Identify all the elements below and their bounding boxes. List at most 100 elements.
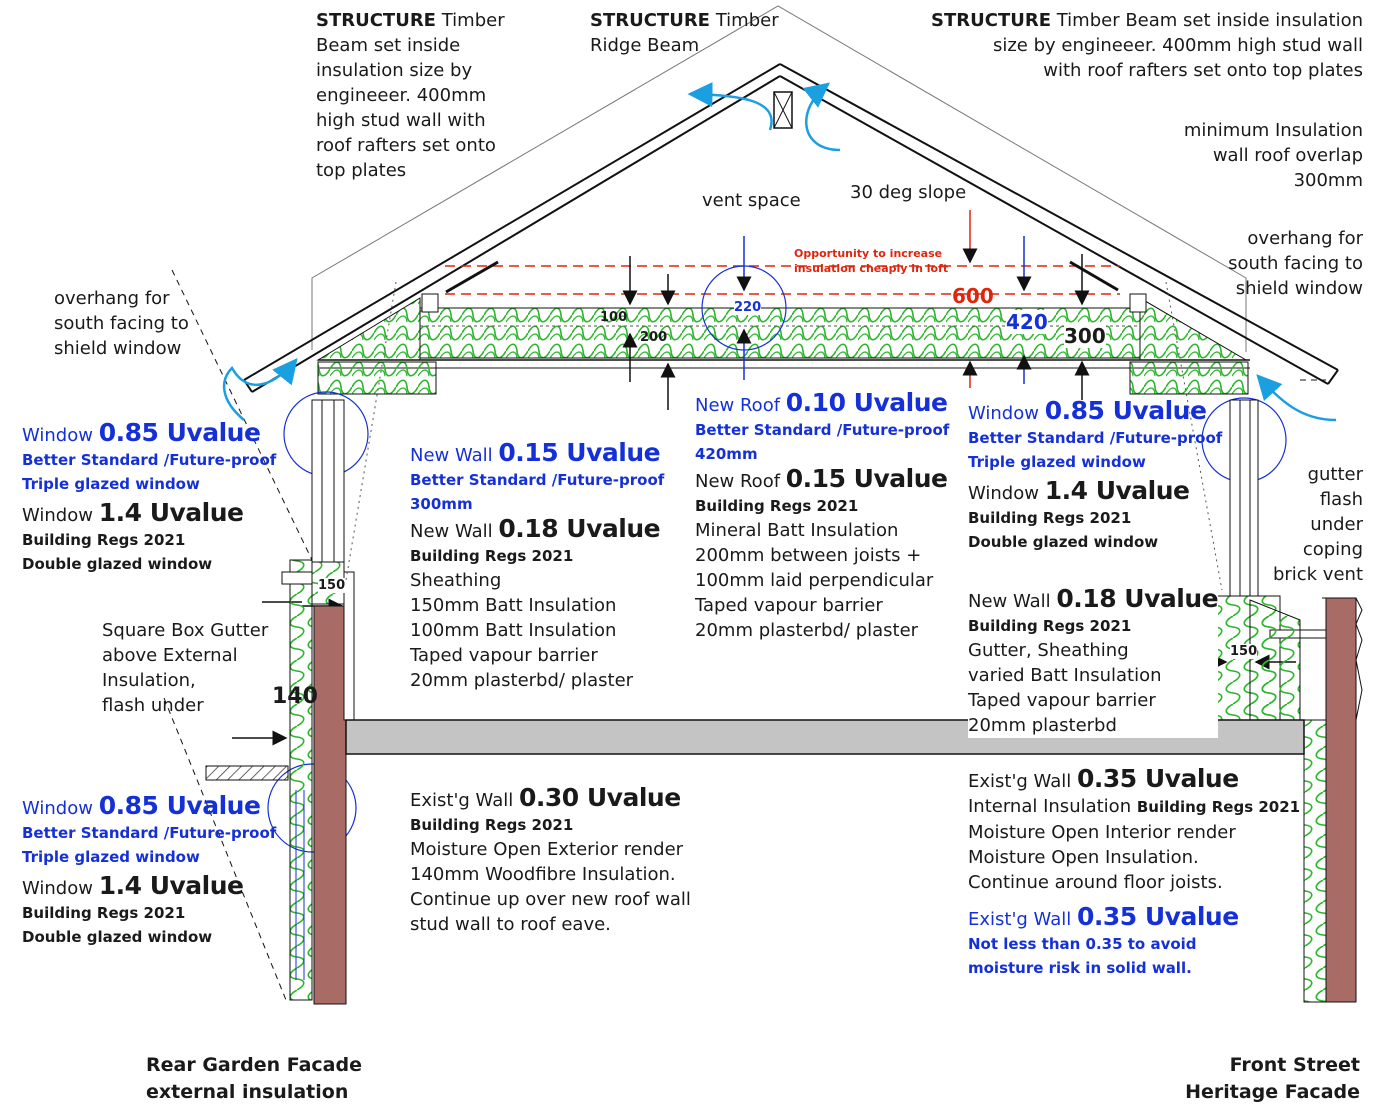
ewl-sub0: Building Regs 2021 [410, 816, 574, 834]
nwr-line0: Gutter, Sheathing [968, 640, 1129, 661]
box-gutter-l0: Square Box Gutter [102, 620, 269, 641]
new-wall-left: New Wall 0.15 Uvalue Better Standard /Fu… [410, 440, 664, 693]
structure-right-note: STRUCTURE Timber Beam set inside insulat… [931, 8, 1363, 83]
window-left-bottom: Window 0.85 Uvalue Better Standard /Futu… [22, 793, 276, 949]
dim-100: 100 [600, 310, 628, 325]
window-right: Window 0.85 Uvalue Better Standard /Futu… [968, 398, 1222, 554]
wr-label1: Window [968, 403, 1039, 424]
wlt-sub2-1: Double glazed window [22, 555, 213, 573]
ewl-line0: Moisture Open Exterior render [410, 839, 684, 860]
structure-right-l0: Timber Beam set inside insulation [1056, 10, 1363, 31]
ewl-line1: 140mm Woodfibre Insulation. [410, 864, 676, 885]
opportunity-l1: insulation cheaply in loft [794, 262, 949, 275]
ewr-line2: Continue around floor joists. [968, 872, 1223, 893]
box-gutter-note: Square Box Gutter above External Insulat… [102, 618, 268, 718]
wlt-sub2-0: Building Regs 2021 [22, 531, 186, 549]
nwl-label1: New Wall [410, 445, 493, 466]
nwl-sub2-0: Building Regs 2021 [410, 547, 574, 565]
structure-left-note: STRUCTURE Timber Beam set inside insulat… [316, 8, 505, 183]
overhang-left-l0: overhang for [54, 288, 170, 309]
facade-right-title: Front Street Heritage Facade [1185, 1052, 1360, 1106]
nr-label1: New Roof [695, 395, 781, 416]
gutter-l1: flash [1319, 489, 1363, 510]
nr-line3: Taped vapour barrier [695, 595, 883, 616]
structure-left-l3: engineeer. 400mm [316, 85, 487, 106]
overhang-left-note: overhang for south facing to shield wind… [54, 286, 189, 361]
gutter-l3: coping [1302, 539, 1363, 560]
dotted-lines [345, 281, 1223, 591]
exist-wall-right-blue: Exist'g Wall 0.35 Uvalue Not less than 0… [968, 904, 1239, 980]
wlb-val2: 1.4 Uvalue [98, 871, 244, 900]
ewr-line1: Moisture Open Insulation. [968, 847, 1199, 868]
gutter-l4: brick vent [1272, 564, 1363, 585]
gutter-l2: under [1310, 514, 1363, 535]
nr-line0: Mineral Batt Insulation [695, 520, 899, 541]
overhang-right-l0: overhang for [1247, 228, 1363, 249]
wr-sub2-1: Double glazed window [968, 533, 1159, 551]
overhang-left-l2: shield window [54, 338, 182, 359]
ewl-label: Exist'g Wall [410, 790, 514, 811]
construction-lines [163, 269, 1326, 1001]
nr-label2: New Roof [695, 471, 781, 492]
nwl-line2: 100mm Batt Insulation [410, 620, 617, 641]
nwl-line4: 20mm plasterbd/ plaster [410, 670, 634, 691]
structure-left-l1: Beam set inside [316, 35, 461, 56]
nwl-sub1-0: Better Standard /Future-proof [410, 471, 665, 489]
new-wall-right: New Wall 0.18 Uvalue Building Regs 2021 … [968, 586, 1219, 738]
nr-val2: 0.15 Uvalue [785, 464, 948, 493]
facade-right-l1: Heritage Facade [1185, 1081, 1360, 1103]
ewl-val: 0.30 Uvalue [518, 783, 681, 812]
nwl-val1: 0.15 Uvalue [498, 438, 661, 467]
wr-val1: 0.85 Uvalue [1044, 396, 1207, 425]
overhang-right-note: overhang for south facing to shield wind… [1228, 226, 1363, 301]
nr-line1: 200mm between joists + [695, 545, 922, 566]
loft-insulation [316, 293, 1250, 395]
nwl-line3: Taped vapour barrier [410, 645, 598, 666]
facade-right-l0: Front Street [1229, 1054, 1360, 1076]
min-insulation-l1: wall roof overlap [1212, 145, 1363, 166]
structure-ridge-l0: Timber [715, 10, 779, 31]
overhang-left-l1: south facing to [54, 313, 189, 334]
dim-220: 220 [734, 300, 762, 315]
dim-150-right: 150 [1230, 644, 1258, 659]
wr-val2: 1.4 Uvalue [1044, 476, 1190, 505]
wr-label2: Window [968, 483, 1039, 504]
wlt-val1: 0.85 Uvalue [98, 418, 261, 447]
left-wall [205, 399, 355, 1005]
nwl-line1: 150mm Batt Insulation [410, 595, 617, 616]
nwr-line3: 20mm plasterbd [968, 715, 1117, 736]
wlb-val1: 0.85 Uvalue [98, 791, 261, 820]
dim-420: 420 [1006, 310, 1048, 334]
structure-ridge-note: STRUCTURE Timber Ridge Beam [590, 8, 779, 58]
ewr-line1b: Building Regs 2021 [1136, 798, 1301, 816]
min-insulation-l0: minimum Insulation [1183, 120, 1363, 141]
overhang-right-l1: south facing to [1228, 253, 1363, 274]
nr-sub2-0: Building Regs 2021 [695, 497, 859, 515]
wlb-sub2-0: Building Regs 2021 [22, 904, 186, 922]
structure-left-l5: roof rafters set onto [316, 135, 496, 156]
wr-sub1-1: Triple glazed window [968, 453, 1146, 471]
structure-left-head: STRUCTURE [316, 10, 436, 31]
roof-outline [311, 5, 1247, 352]
wr-sub1-0: Better Standard /Future-proof [968, 429, 1223, 447]
vent-shields [445, 260, 1119, 294]
vent-arrows [222, 81, 1337, 422]
facade-left-l1: external insulation [146, 1081, 349, 1103]
nwr-line2: Taped vapour barrier [968, 690, 1156, 711]
nwl-sub1-1: 300mm [410, 495, 473, 513]
ewr-line1a: Internal Insulation [968, 796, 1132, 817]
facade-left-l0: Rear Garden Facade [146, 1054, 362, 1076]
gutter-note: gutter flash under coping brick vent [1273, 462, 1363, 587]
structure-right-l2: with roof rafters set onto top plates [1043, 60, 1363, 81]
structure-ridge-head: STRUCTURE [590, 10, 710, 31]
box-gutter-l3: flash under [102, 695, 204, 716]
nr-val1: 0.10 Uvalue [785, 388, 948, 417]
blue-dims [736, 236, 1032, 384]
window-left-top: Window 0.85 Uvalue Better Standard /Futu… [22, 420, 276, 576]
structure-left-l4: high stud wall with [316, 110, 486, 131]
wr-sub2-0: Building Regs 2021 [968, 509, 1132, 527]
wlt-label2: Window [22, 505, 93, 526]
right-wall [1213, 399, 1363, 1003]
structure-left-l0: Timber [441, 10, 505, 31]
vent-space-label: vent space [702, 190, 801, 211]
